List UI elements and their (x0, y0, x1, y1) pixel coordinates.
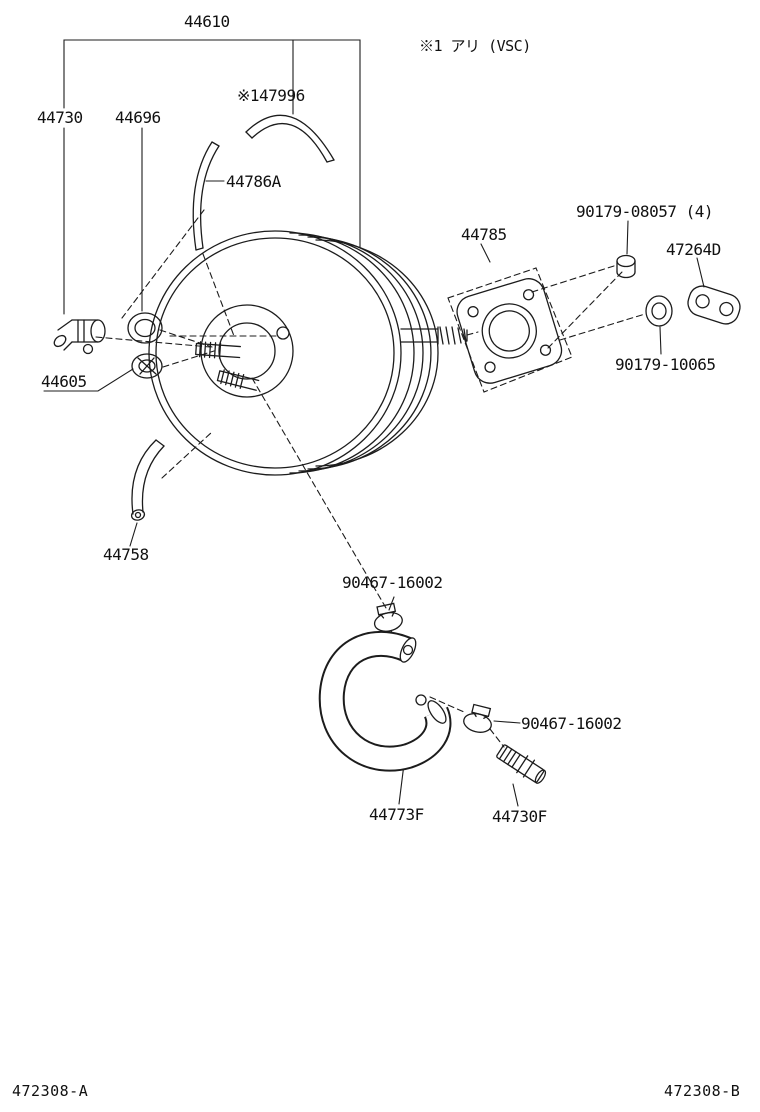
part-label-44610: 44610 (184, 12, 230, 31)
strip-44786A-drawing (192, 141, 220, 251)
part-label-90179-10065: 90179-10065 (615, 355, 716, 374)
page-ref-left: 472308-A (12, 1082, 89, 1100)
dashed-guide-lines (95, 209, 646, 748)
part-label-44730F: 44730F (492, 807, 547, 826)
clamp-90467-16002-a-drawing (373, 602, 403, 632)
leader-lines (43, 39, 705, 807)
fitting-44730F-drawing (496, 744, 547, 784)
part-label-44785: 44785 (461, 225, 507, 244)
hose-44773F-drawing (318, 630, 452, 772)
hose-44758-drawing (130, 439, 165, 521)
seal-44605-drawing (131, 353, 163, 379)
part-label-47264D: 47264D (666, 240, 721, 259)
crescent-147996-drawing (245, 114, 335, 163)
part-label-44605: 44605 (41, 372, 87, 391)
part-label-90467-16002-a: 90467-16002 (342, 573, 443, 592)
gasket-44785-drawing (456, 278, 563, 384)
brake-booster-drawing (148, 230, 468, 476)
bushing-90179-10065-drawing (645, 295, 673, 327)
page-ref-right: 472308-B (664, 1082, 741, 1100)
clevis-47264D-drawing (687, 285, 741, 325)
part-label-90179-08057: 90179-08057 (4) (576, 202, 714, 221)
clamp-90467-16002-b-drawing (463, 703, 492, 733)
part-label-44758: 44758 (103, 545, 149, 564)
nut-90179-08057-drawing (616, 254, 636, 279)
elbow-44730-drawing (53, 319, 106, 355)
part-label-44773F: 44773F (369, 805, 424, 824)
vsc-note: ※1 アリ (VSC) (419, 37, 531, 55)
part-label-44730: 44730 (37, 108, 83, 127)
part-label-147996: ※147996 (237, 86, 305, 105)
part-label-44786A: 44786A (226, 172, 281, 191)
part-label-44696: 44696 (115, 108, 161, 127)
grommet-44696-drawing (127, 312, 163, 344)
part-label-90467-16002-b: 90467-16002 (521, 714, 622, 733)
